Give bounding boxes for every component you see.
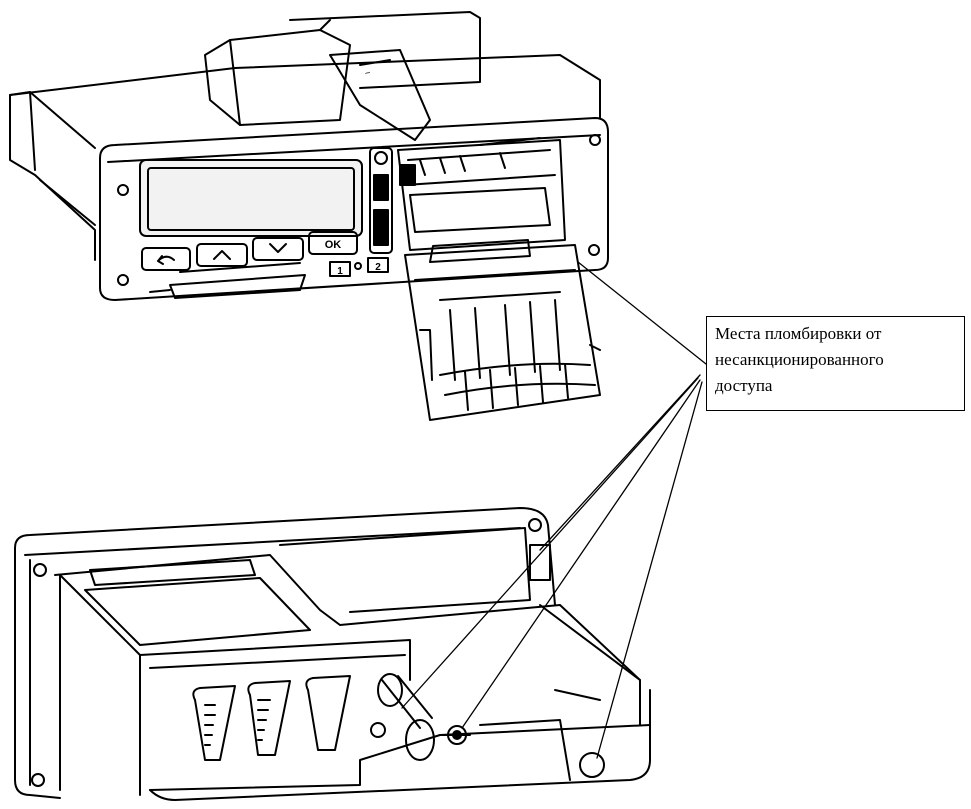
seal-point-screw <box>447 725 467 745</box>
callout-line-2: несанкционированного <box>715 350 884 369</box>
ok-button-label: OK <box>325 239 342 251</box>
chevron-down-icon <box>269 243 287 253</box>
back-button[interactable] <box>141 247 191 271</box>
button-row <box>141 231 358 271</box>
chevron-up-icon <box>213 250 231 260</box>
tachograph-rear-view <box>14 507 651 801</box>
display-screen <box>139 159 363 237</box>
seal-point-corner <box>579 752 605 778</box>
slot-1-button[interactable] <box>329 261 351 277</box>
up-button[interactable] <box>196 243 248 267</box>
callout-line-3: доступа <box>715 376 773 395</box>
card-slot-1[interactable] <box>169 274 306 299</box>
ok-button[interactable] <box>308 231 358 255</box>
printer-drawer[interactable] <box>404 244 601 421</box>
down-button[interactable] <box>252 237 304 261</box>
slot-2-button[interactable] <box>367 257 389 273</box>
back-arrow-icon <box>157 255 175 265</box>
svg-text:~: ~ <box>363 67 372 79</box>
front-panel <box>99 117 609 301</box>
callout-leader-lines <box>401 261 707 759</box>
tachograph-front-view: ~ <box>9 11 609 421</box>
slot-1-label: 1 <box>337 266 343 277</box>
slot-2-label: 2 <box>375 262 381 273</box>
callout-line-1: Места пломбировки от <box>715 324 882 343</box>
seal-points-callout: Места пломбировки от несанкционированног… <box>706 316 965 411</box>
